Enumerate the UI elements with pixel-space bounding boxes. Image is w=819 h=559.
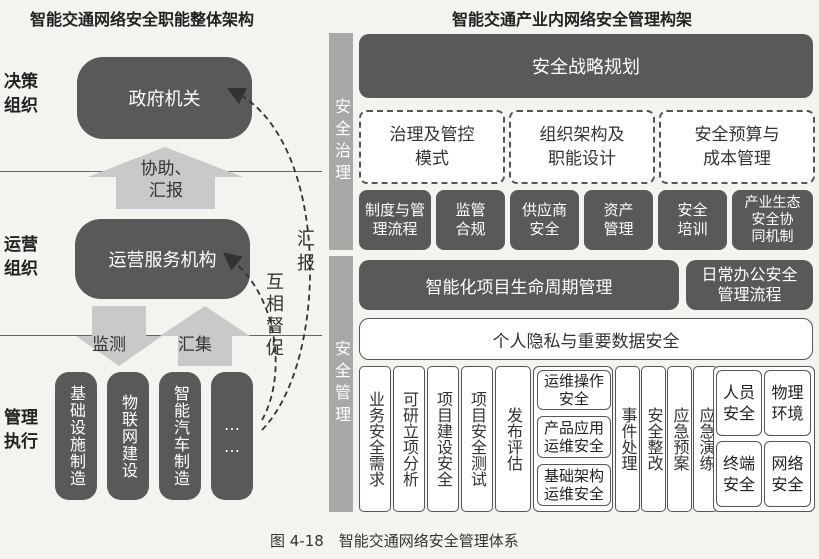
ecosystem-box: 产业生态 安全协 同机制: [732, 190, 813, 250]
strategy-box: 安全战略规划: [359, 34, 813, 98]
policy-process-box: 制度与管 理流程: [359, 190, 431, 250]
lifecycle-box: 智能化项目生命周期管理: [359, 260, 679, 310]
level-management: 管理 执行: [4, 408, 38, 452]
asset-box: 资产 管理: [584, 190, 653, 250]
emergency-plan-col: 应急预案: [667, 366, 692, 512]
assist-up-arrow: [88, 147, 243, 209]
right-title: 智能交通产业内网络安全管理构架: [452, 10, 693, 29]
management-label-bar: 安全管理: [329, 256, 353, 512]
governance-label-bar: 安全治理: [329, 33, 353, 250]
network-box: 网络 安全: [764, 441, 811, 507]
monitor-down-arrow: [76, 306, 162, 366]
level-decision: 决策 组织: [4, 72, 38, 116]
org-structure-box: 组织架构及 职能设计: [509, 110, 655, 184]
mutual-label: 互 相 督 促: [266, 272, 284, 359]
budget-box: 安全预算与 成本管理: [659, 110, 815, 184]
figure-caption: 图 4-18 智能交通网络安全管理体系: [270, 532, 519, 550]
governance-label: 安全治理: [332, 97, 351, 186]
daily-office-box: 日常办公安全 管理流程: [686, 260, 813, 310]
assist-label: 协助、 汇报: [140, 159, 192, 201]
business-requirement-col: 业务安全需求: [359, 366, 391, 512]
service-org-box: 运营服务机构: [75, 219, 250, 299]
report-label: 汇 报: [297, 229, 315, 274]
ops-operation-box: 运维操作 安全: [537, 370, 611, 410]
release-eval-col: 发布评估: [495, 366, 531, 512]
left-title: 智能交通网络安全职能整体架构: [30, 10, 255, 29]
item-more: … …: [211, 372, 253, 500]
supplier-box: 供应商 安全: [510, 190, 579, 250]
dashed-arrows: [223, 87, 311, 431]
item-smart-car: 智能汽车制造: [159, 372, 201, 500]
terminal-box: 终端 安全: [716, 441, 762, 507]
monitor-label: 监测: [92, 335, 126, 355]
privacy-box: 个人隐私与重要数据安全: [359, 318, 813, 360]
feasibility-col: 可研立项分析: [393, 366, 425, 512]
level-operation: 运营 组织: [4, 235, 38, 279]
governance-model-box: 治理及管控 模式: [359, 110, 505, 184]
personnel-box: 人员 安全: [716, 370, 762, 436]
item-iot: 物联网建设: [107, 372, 149, 500]
physical-box: 物理 环境: [764, 370, 811, 436]
government-box: 政府机关: [77, 57, 252, 139]
incident-col: 事件处理: [615, 366, 640, 512]
collect-label: 汇集: [178, 335, 212, 355]
project-build-col: 项目建设安全: [427, 366, 459, 512]
infra-ops-box: 基础架构 运维安全: [537, 464, 611, 506]
product-ops-box: 产品应用 运维安全: [537, 416, 611, 458]
collect-up-arrow: [160, 306, 250, 366]
compliance-box: 监管 合规: [436, 190, 505, 250]
item-infrastructure: 基础设施制造: [55, 372, 97, 500]
training-box: 安全 培训: [658, 190, 727, 250]
remediation-col: 安全整改: [641, 366, 666, 512]
management-label: 安全管理: [332, 340, 351, 428]
project-test-col: 项目安全测试: [461, 366, 493, 512]
